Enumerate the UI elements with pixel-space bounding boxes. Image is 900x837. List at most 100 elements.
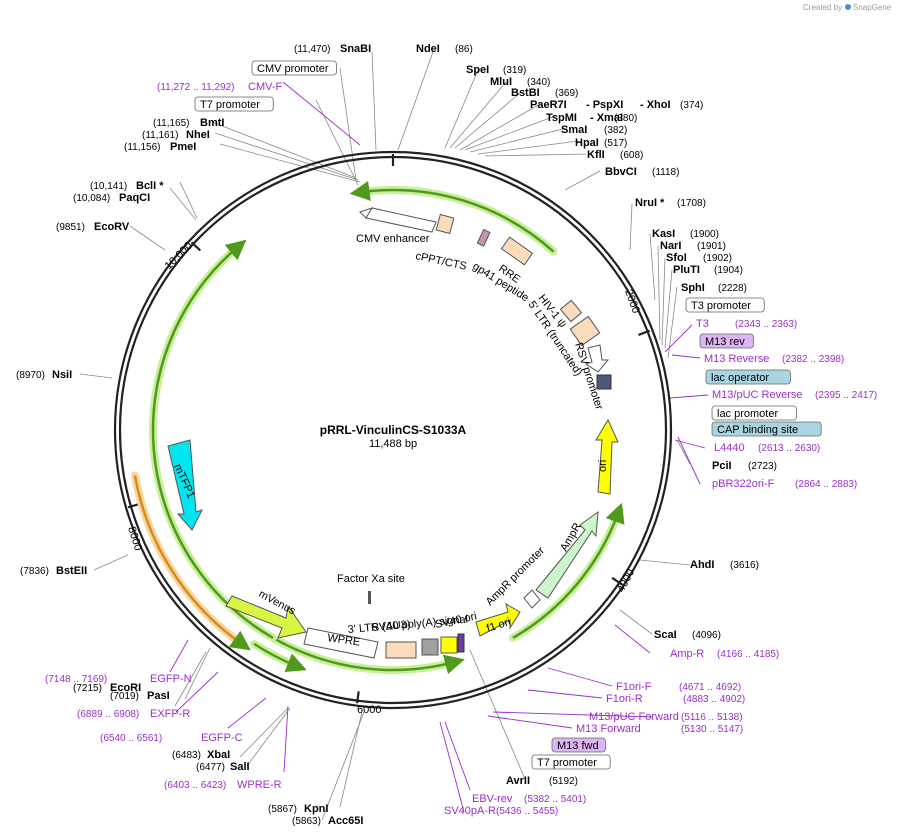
boxed-label: T7 promoter [537, 757, 597, 769]
enzyme-leader-line [649, 233, 656, 301]
arc-orange [133, 475, 251, 651]
ampr-arrow[interactable] [535, 510, 599, 599]
enzyme-label: PasI [147, 690, 170, 702]
boxed-label: M13 rev [705, 336, 745, 348]
tick-8000: 8000 [125, 525, 144, 552]
enzyme-leader-line [667, 286, 678, 359]
rre-box[interactable] [500, 236, 534, 266]
mvenus-arrow[interactable] [225, 595, 307, 639]
primer-leader-line [614, 624, 651, 654]
primer-label: M13/pUC Reverse [712, 389, 802, 401]
wpre-box[interactable] [303, 627, 379, 659]
primer-leader-line [547, 667, 613, 687]
primer-label: L4440 [714, 442, 745, 454]
primer-label: T3 [696, 318, 709, 330]
enzyme-label: KpnI [304, 803, 328, 815]
cppt-cts-box[interactable] [435, 213, 455, 235]
enzyme-leader-line [477, 140, 579, 155]
tick-10000: 10,000 [163, 240, 195, 272]
gp41-box[interactable] [476, 228, 491, 247]
boxed-label: lac promoter [717, 408, 778, 420]
mtfp1-arrow[interactable] [167, 439, 203, 531]
ltr-5-box[interactable] [569, 315, 601, 347]
sv40-ori-box[interactable] [440, 636, 458, 654]
tick-2000: 2000 [622, 288, 642, 315]
primer-leader-line [169, 639, 189, 673]
enzyme-position: (319) [503, 65, 526, 76]
boxed-label-bg [551, 737, 606, 753]
enzyme-label: PciI [712, 460, 732, 472]
enzyme-label: HpaI [575, 137, 599, 149]
enzyme-position: (369) [555, 88, 578, 99]
feature-arcs [130, 181, 625, 675]
ampr-promoter-arrow[interactable] [523, 589, 541, 609]
primer-label: EGFP-N [150, 673, 192, 685]
enzyme-label: SfoI [666, 252, 687, 264]
tick-4000: 4000 [615, 567, 637, 594]
enzyme-leader-line [179, 181, 198, 219]
ori-arrow[interactable] [595, 418, 619, 495]
enzyme-label: KflI [587, 149, 605, 161]
enzyme-leader-line [661, 257, 666, 346]
enzyme-label: EcoRI [110, 682, 141, 694]
enzyme-leader-line [629, 203, 633, 251]
primer-leader-line [487, 715, 573, 729]
enzyme-label: BbvCI [605, 166, 637, 178]
enzyme-label: AhdI [690, 559, 714, 571]
primer-leader-line [677, 436, 701, 485]
enzyme-leader-line [639, 559, 691, 566]
snapgene-logo-icon [845, 4, 851, 10]
primer-position: (5382 .. 5401) [524, 794, 586, 805]
f1-ori-arrow[interactable] [475, 602, 521, 637]
lac-elements-box[interactable] [596, 374, 612, 390]
enzyme-label: XbaI [207, 749, 230, 761]
enzyme-position: (11,165) [153, 118, 190, 129]
sv40-polya-box[interactable] [421, 638, 439, 656]
cmv-enhancer-label: CMV enhancer [356, 233, 430, 245]
enzyme-leader-line [676, 439, 691, 465]
enzyme-label: PaqCI [119, 192, 150, 204]
enzyme-position: (3616) [730, 560, 759, 571]
enzyme-label: PmeI [170, 141, 196, 153]
ltr-3-box[interactable] [385, 641, 417, 659]
enzyme-label: SpeI [466, 64, 489, 76]
enzyme-label: SmaI [561, 124, 587, 136]
primer-leader-line [671, 354, 701, 359]
arc-left [151, 239, 274, 639]
primer-position: (2613 .. 2630) [758, 443, 820, 454]
enzyme-position: (10,141) [90, 181, 127, 192]
enzyme-leader-line [469, 649, 526, 780]
enzyme-position: (517) [604, 138, 627, 149]
boxed-label-bg [531, 754, 611, 770]
arc-right-glow [509, 508, 623, 642]
enzyme-leader-line [449, 81, 507, 149]
enzyme-leader-line [184, 647, 211, 700]
enzyme-position: (5863) [292, 816, 321, 827]
enzyme-leader-line [619, 609, 653, 635]
enzyme-position: (1902) [703, 253, 732, 264]
enzyme-label: SphI [681, 282, 705, 294]
hiv1-psi-box[interactable] [559, 299, 583, 323]
enzyme-leader-line [444, 69, 479, 149]
primer-position: (5116 .. 5138) [681, 712, 743, 723]
rsv-promoter-arrow[interactable] [584, 344, 610, 373]
enzyme-position: (5192) [549, 776, 578, 787]
primer-position: (4671 .. 4692) [679, 682, 741, 693]
leader-lines [79, 51, 709, 821]
primer-label: Amp-R [670, 648, 704, 660]
boxed-label-bg [711, 421, 822, 437]
primer-leader-line [664, 324, 693, 353]
cmv-enhancer-arrow[interactable] [365, 207, 437, 233]
arc-left-glow [149, 242, 277, 642]
enzyme-leader-line [219, 143, 361, 183]
primer-position: (5130 .. 5147) [681, 724, 743, 735]
enzyme-label: SalI [230, 761, 250, 773]
backbone-tick [638, 329, 651, 336]
primer-label: F1ori-F [616, 681, 652, 693]
enzyme-position: (6477) [196, 762, 225, 773]
primer-label: CMV-F [248, 81, 283, 93]
primer-position: (5436 .. 5455) [496, 806, 558, 817]
primer-position: (2382 .. 2398) [782, 354, 844, 365]
backbone-tick [356, 691, 360, 704]
